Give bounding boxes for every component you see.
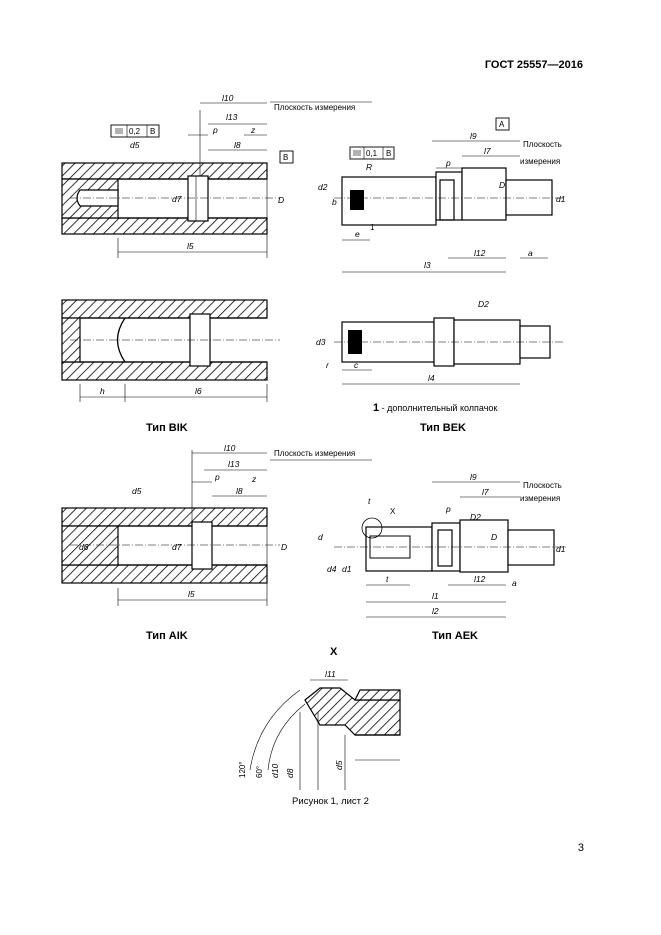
dim-l3: l3 [424,260,431,270]
type-bek-caption: Тип BEK [420,422,466,434]
dim-b: b [332,197,337,207]
dim-d8: d8 [285,768,295,778]
measurement-plane-label: Плоскость измерения [274,103,355,112]
datum-a-box: A [499,120,505,129]
dim-d1-aek: d1 [556,544,566,554]
dim-l12-aek: l12 [474,574,486,584]
dim-R: R [366,162,372,172]
measurement-plane-label-aik: Плоскость измерения [274,449,355,458]
dim-l13-aik: l13 [228,459,240,469]
type-aek-caption: Тип AEK [432,630,478,642]
dim-l10: l10 [222,93,234,103]
plane-label-aek-2: измерения [520,494,560,503]
dim-l9-aek: l9 [470,472,477,482]
detail-x-marker: X [390,507,396,516]
note-additional-cap: 1 - дополнительный колпачок [373,402,497,414]
dim-a-aek: a [512,578,517,588]
dim-D-bek: D [499,180,505,190]
dim-D-aik: D [281,542,287,552]
dim-d2: d2 [318,182,328,192]
dim-r: r [326,360,330,370]
dim-z-aik: z [251,474,257,484]
type-bik-caption: Тип BIK [146,422,188,434]
dim-l9: l9 [470,131,477,141]
aik-section-view: l5 l10 l13 p z l8 d5 d6 d7 D Плоскость и… [61,443,372,606]
note-text: - дополнительный колпачок [381,403,498,413]
dim-d10: d10 [270,764,280,778]
dim-D-aek: D [491,532,497,542]
dim-l2: l2 [432,606,439,616]
dim-d: d [318,532,323,542]
tol-value-02: 0,2 [129,127,141,136]
dim-l7-aek: l7 [482,487,489,497]
dim-d7: d7 [172,194,182,204]
dim-l8: l8 [234,140,241,150]
dim-p-bek: p [445,158,451,168]
detail-x-title: X [330,646,338,658]
tol-datum-b-bek: B [386,149,391,158]
dim-a: a [528,248,533,258]
dim-p-aek: p [445,504,451,514]
dim-D: D [278,195,284,205]
dim-l11: l11 [325,669,336,679]
dim-d6: d6 [79,542,89,552]
dim-d7-aik: d7 [172,542,182,552]
plane-label-aek-1: Плоскость [523,481,562,490]
tol-datum-b: B [150,127,155,136]
plane-label-bek-2: измерения [520,157,560,166]
angle-120: 120° [238,761,247,778]
dim-l5-aik: l5 [188,589,195,599]
dim-p: p [212,125,218,135]
type-aik-caption: Тип AIK [146,630,188,642]
dim-d1: d1 [556,194,566,204]
dim-p-aik: p [214,472,220,482]
callout-1: 1 [370,223,375,232]
dim-l8-aik: l8 [236,486,243,496]
plane-label-bek-1: Плоскость [523,140,562,149]
aek-side-view: l1 l2 t l12 a l9 l7 p t X d d4 d1 D2 D d… [318,472,566,618]
bek-side-view: l3 e l12 a l9 l7 p R d2 b D d1 1 0,1 B A… [318,117,566,273]
dim-t-top: t [368,496,371,506]
dim-l6: l6 [195,386,202,396]
dim-l13: l13 [226,112,238,122]
dim-d1-aek-left: d1 [342,564,352,574]
angle-60: 60° [255,766,264,778]
bik-section-view: l5 l10 l13 p z l8 d5 d7 D Плоскость изме… [61,93,372,258]
dim-d5-detail: d5 [334,760,344,770]
bik-plan-view: h l6 [61,299,280,402]
dim-e: e [355,229,360,239]
dim-l12: l12 [474,248,486,258]
dim-c: c [354,360,359,370]
detail-x-view: X l11 120° 60° d10 d8 d5 [238,646,401,790]
dim-z: z [250,125,256,135]
dim-l7: l7 [484,146,491,156]
dim-l5: l5 [187,241,194,251]
datum-b-box: B [283,153,288,162]
tol-value-01: 0,1 [366,149,378,158]
dim-l1: l1 [432,591,439,601]
note-marker: 1 [373,402,380,414]
dim-D2: D2 [478,299,489,309]
figure-caption: Рисунок 1, лист 2 [292,796,369,807]
dim-t: t [386,574,389,584]
bek-plan-view: l4 c d3 r D2 [316,299,565,385]
dim-d5: d5 [130,140,140,150]
dim-d5-aik: d5 [132,486,142,496]
dim-d4: d4 [327,564,337,574]
dim-h: h [100,386,105,396]
page-number: 3 [577,842,584,854]
standard-header: ГОСТ 25557—2016 [484,59,583,71]
dim-l10-aik: l10 [224,443,236,453]
dim-l4: l4 [428,373,435,383]
dim-D2-aek: D2 [470,512,481,522]
dim-d3: d3 [316,337,326,347]
